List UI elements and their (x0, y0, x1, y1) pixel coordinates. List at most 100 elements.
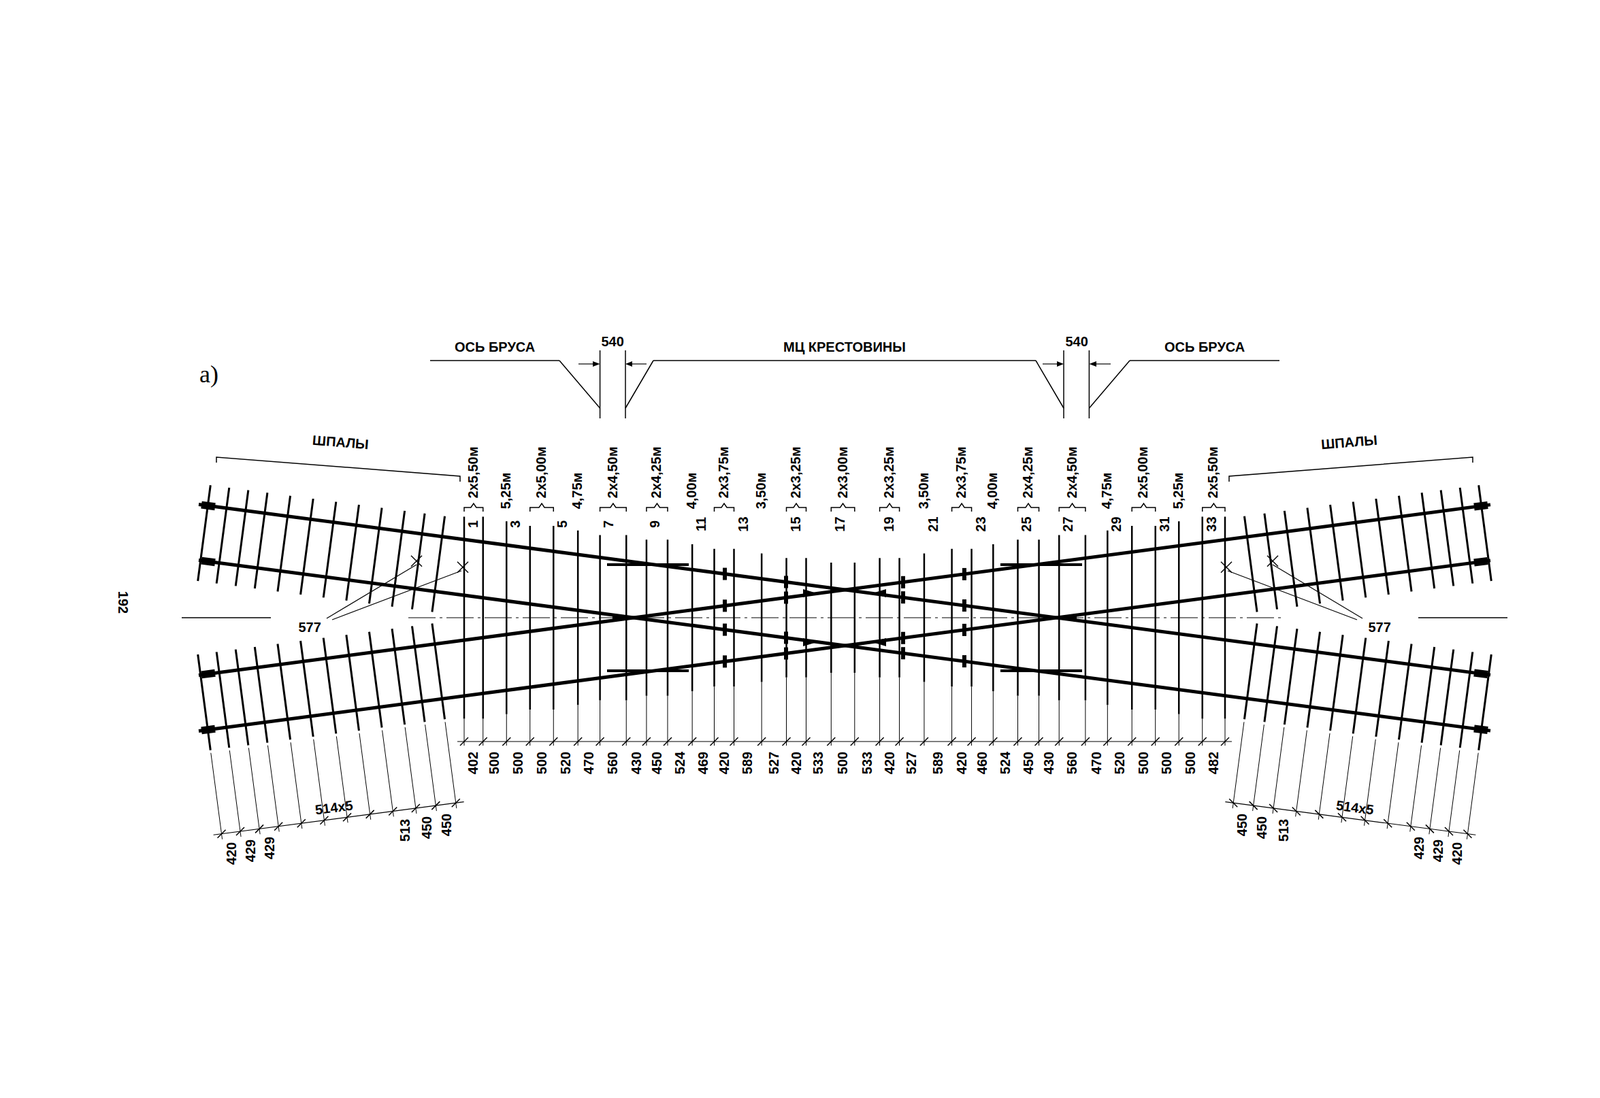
timber-beam (598, 535, 601, 701)
sleeper (1478, 654, 1492, 751)
rail (198, 504, 1491, 676)
timber-beam (760, 553, 763, 683)
timber-beam (1016, 539, 1019, 697)
timber-number: 15 (787, 516, 804, 532)
extension-line (529, 709, 531, 746)
annotations (216, 350, 1473, 620)
timber-number: 33 (1203, 516, 1219, 532)
axis-line (1063, 350, 1065, 419)
timber-number: 29 (1108, 516, 1125, 532)
sleeper (1352, 638, 1366, 735)
dimension-value: 420 (1449, 841, 1466, 867)
sleeper (392, 511, 405, 608)
brace (646, 503, 668, 512)
timber-beam (878, 558, 881, 678)
dimension-value: 470 (581, 750, 597, 776)
figure-letter: a) (199, 360, 219, 389)
timber-length: 2x4,50м (605, 446, 621, 499)
dimension-value: 513 (1276, 818, 1292, 844)
dimension-tick (850, 737, 859, 746)
leader-line (559, 360, 601, 409)
extension-line (761, 682, 763, 747)
extension-line (1058, 700, 1060, 747)
dimension-tick (596, 737, 605, 746)
timber-length: 2x5,00м (533, 446, 550, 499)
dimension-tick (1103, 737, 1112, 746)
timber-beam (481, 517, 484, 720)
extension-line (248, 747, 260, 835)
dimension-value: 520 (558, 750, 574, 776)
arrowhead (1088, 361, 1097, 367)
extension-line (229, 750, 241, 838)
leader-line (326, 564, 417, 619)
leader-line (1272, 564, 1363, 619)
sleeper (1352, 502, 1366, 599)
rail (198, 560, 1491, 732)
timber-beam (1201, 517, 1204, 720)
insulated-joint (784, 592, 789, 605)
extension-line (1232, 722, 1245, 809)
dimension-value: 470 (1088, 750, 1105, 776)
dimension-line (1095, 363, 1111, 365)
leader-line (430, 360, 560, 362)
dimension-value: 540 (1065, 334, 1089, 350)
extension-line (267, 745, 280, 833)
dimension-value: 429 (1411, 835, 1428, 861)
dimension-tick (920, 737, 929, 746)
leader-line (1129, 360, 1280, 362)
timber-length: 2x3,75м (954, 446, 970, 499)
dimension-value: 500 (1182, 750, 1199, 776)
timber-beam (1224, 517, 1227, 720)
arrowhead (592, 361, 601, 367)
extension-line (1272, 727, 1285, 814)
extension-line (1429, 747, 1441, 835)
dimension-tick (1151, 737, 1160, 746)
callout-text: ОСЬ БРУСА (454, 339, 535, 356)
extension-line (626, 700, 627, 747)
sleeper (277, 644, 291, 741)
dimension-tick (710, 737, 719, 746)
extension-line (1252, 724, 1265, 812)
sleeper (198, 654, 211, 751)
brace (530, 503, 554, 512)
extension-line (830, 673, 832, 746)
timber-beam (992, 544, 995, 692)
timber-beam (854, 562, 857, 674)
timber-number: 31 (1156, 516, 1172, 532)
insulated-joint (722, 655, 727, 668)
extension-line (951, 686, 953, 746)
dimension-value: 513 (397, 818, 414, 844)
joint-mark (457, 562, 469, 574)
sleeper (235, 649, 249, 746)
frog-point (803, 638, 817, 647)
extension-line (1318, 733, 1330, 821)
dimension-tick (1013, 737, 1022, 746)
extension-line (1084, 700, 1086, 747)
extension-line (553, 709, 554, 746)
timber-beam (463, 517, 466, 720)
extension-line (1038, 696, 1040, 746)
timber-length: 3,50м (754, 472, 770, 510)
sleeper (412, 626, 426, 723)
dimension-value: 527 (903, 750, 920, 776)
timber-number: 21 (925, 516, 942, 532)
dimension-tick (479, 737, 488, 746)
dimension-value: 469 (695, 750, 712, 776)
brace (464, 503, 484, 512)
dimension-tick (1127, 737, 1136, 746)
dimension-line (578, 363, 594, 365)
dimension-tick (1081, 737, 1090, 746)
sleeper (346, 634, 360, 731)
brace (714, 503, 735, 512)
timber-beam (713, 549, 716, 688)
timber-beam (552, 526, 555, 710)
sleeper (1284, 511, 1298, 608)
dimension-value: 450 (1020, 750, 1037, 776)
timber-number: 3 (507, 519, 524, 528)
insulated-joint (962, 599, 967, 612)
leader-line (332, 570, 462, 620)
sleeper (1264, 626, 1278, 723)
centre-line (181, 617, 271, 619)
extension-line (210, 753, 223, 840)
